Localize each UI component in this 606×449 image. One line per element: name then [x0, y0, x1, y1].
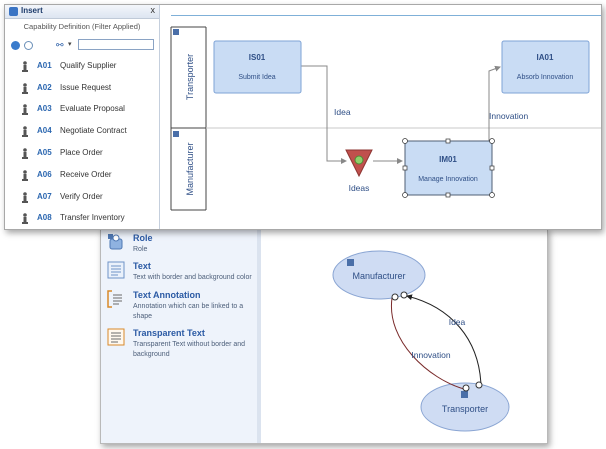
activity-code: IA01	[537, 53, 554, 62]
role-diagram-window: Role Role Text Text with border and back…	[100, 228, 548, 444]
back-button[interactable]	[11, 41, 20, 50]
palette-item-role[interactable]: Role Role	[107, 233, 253, 261]
palette-item-title: Role	[133, 233, 153, 243]
role-label: Manufacturer	[352, 271, 405, 281]
palette-item-description: Transparent Text without border and back…	[133, 341, 246, 358]
capability-icon	[22, 213, 28, 224]
edge-label-innovation: Innovation	[411, 350, 450, 360]
capability-icon	[22, 104, 28, 115]
flow-idea[interactable]	[301, 65, 347, 164]
palette-item-title: Text	[133, 261, 151, 271]
palette-item-title: Transparent Text	[133, 328, 205, 338]
capability-item[interactable]: A04 Negotiate Contract	[5, 125, 159, 139]
text-icon	[107, 261, 125, 279]
flow-label-idea: Idea	[334, 107, 351, 117]
capability-code: A02	[37, 83, 52, 92]
annotation-icon	[107, 290, 122, 308]
activity-name: Absorb Innovation	[517, 74, 574, 81]
insert-panel-header: Insert x	[5, 5, 159, 19]
insert-panel-title: Insert	[21, 6, 43, 15]
activity-code: IM01	[439, 155, 457, 164]
role-diagram-canvas: Manufacturer Transporter Idea Innovation	[332, 250, 510, 432]
capability-name: Verify Order	[60, 192, 103, 201]
process-diagram-canvas: Transporter Manufacturer Idea Innovation…	[165, 5, 601, 229]
insert-panel: Insert x Capability Definition (Filter A…	[5, 5, 160, 229]
palette-item-text[interactable]: Text Text with border and background col…	[107, 261, 253, 289]
search-input[interactable]	[78, 39, 154, 50]
shape-palette: Role Role Text Text with border and back…	[101, 229, 258, 443]
role-manufacturer[interactable]: Manufacturer	[332, 250, 426, 300]
palette-item-text-annotation[interactable]: Text Annotation Annotation which can be …	[107, 290, 253, 326]
capability-item[interactable]: A07 Verify Order	[5, 191, 159, 205]
capability-item[interactable]: A06 Receive Order	[5, 169, 159, 183]
activity-name: Submit Idea	[238, 74, 275, 81]
palette-item-description: Annotation which can be linked to a shap…	[133, 303, 244, 320]
activity-name: Manage Innovation	[418, 176, 478, 183]
selection-handles[interactable]	[402, 138, 495, 198]
process-editor-window: Insert x Capability Definition (Filter A…	[4, 4, 602, 230]
panel-splitter[interactable]	[257, 229, 261, 443]
capability-name: Qualify Supplier	[60, 61, 117, 70]
capability-name: Transfer Inventory	[60, 213, 125, 222]
capability-name: Receive Order	[60, 170, 112, 179]
capability-icon	[22, 126, 28, 137]
role-icon	[173, 29, 179, 35]
capability-code: A06	[37, 170, 52, 179]
chevron-down-icon[interactable]: ▾	[68, 41, 72, 48]
refresh-button[interactable]	[24, 41, 33, 50]
role-icon	[461, 391, 468, 398]
capability-item[interactable]: A05 Place Order	[5, 147, 159, 161]
lane-label: Manufacturer	[185, 142, 195, 195]
edge-innovation[interactable]	[390, 297, 465, 390]
palette-item-transparent-text[interactable]: Transparent Text Transparent Text withou…	[107, 328, 253, 364]
palette-item-description: Role	[133, 246, 148, 253]
activity-code: IS01	[249, 53, 266, 62]
capability-item[interactable]: A02 Issue Request	[5, 82, 159, 96]
capability-icon	[22, 148, 28, 159]
close-icon[interactable]: x	[150, 5, 156, 15]
lightbulb-icon	[354, 155, 364, 165]
flow-innovation[interactable]	[488, 65, 501, 141]
capability-icon	[22, 83, 28, 94]
capability-name: Negotiate Contract	[60, 126, 127, 135]
capability-icon	[22, 170, 28, 181]
lane-transporter[interactable]: Transporter	[173, 29, 195, 100]
insert-icon	[9, 7, 18, 16]
capability-code: A08	[37, 213, 52, 222]
filter-label: Capability Definition (Filter Applied)	[23, 22, 141, 31]
edge-idea[interactable]	[406, 294, 482, 386]
role-icon	[108, 234, 123, 250]
capability-code: A05	[37, 148, 52, 157]
flow-label-innovation: Innovation	[489, 111, 528, 121]
edge-label-idea: Idea	[449, 317, 466, 327]
capability-code: A03	[37, 104, 52, 113]
capability-code: A04	[37, 126, 52, 135]
activity-ia01[interactable]: IA01 Absorb Innovation	[501, 40, 590, 94]
capability-name: Place Order	[60, 148, 103, 157]
capability-code: A01	[37, 61, 52, 70]
transparent-text-icon	[107, 328, 125, 346]
palette-item-title: Text Annotation	[133, 290, 201, 300]
store-label: Ideas	[349, 183, 370, 193]
capability-icon	[22, 192, 28, 203]
capability-item[interactable]: A01 Qualify Supplier	[5, 60, 159, 74]
role-icon	[173, 131, 179, 137]
capability-item[interactable]: A08 Transfer Inventory	[5, 212, 159, 226]
lane-manufacturer[interactable]: Manufacturer	[173, 131, 195, 196]
binoculars-icon[interactable]: ⚯	[56, 40, 64, 50]
palette-item-description: Text with border and background color	[133, 274, 252, 281]
capability-name: Issue Request	[60, 83, 112, 92]
lane-label: Transporter	[185, 54, 195, 100]
activity-is01[interactable]: IS01 Submit Idea	[213, 40, 302, 94]
capability-name: Evaluate Proposal	[60, 104, 125, 113]
capability-code: A07	[37, 192, 52, 201]
capability-item[interactable]: A03 Evaluate Proposal	[5, 103, 159, 117]
activity-im01[interactable]: IM01 Manage Innovation	[402, 138, 495, 198]
ideas-store[interactable]: Ideas	[345, 149, 373, 193]
role-transporter[interactable]: Transporter	[420, 382, 510, 432]
role-icon	[347, 259, 354, 266]
capability-icon	[22, 61, 28, 72]
role-label: Transporter	[442, 404, 488, 414]
